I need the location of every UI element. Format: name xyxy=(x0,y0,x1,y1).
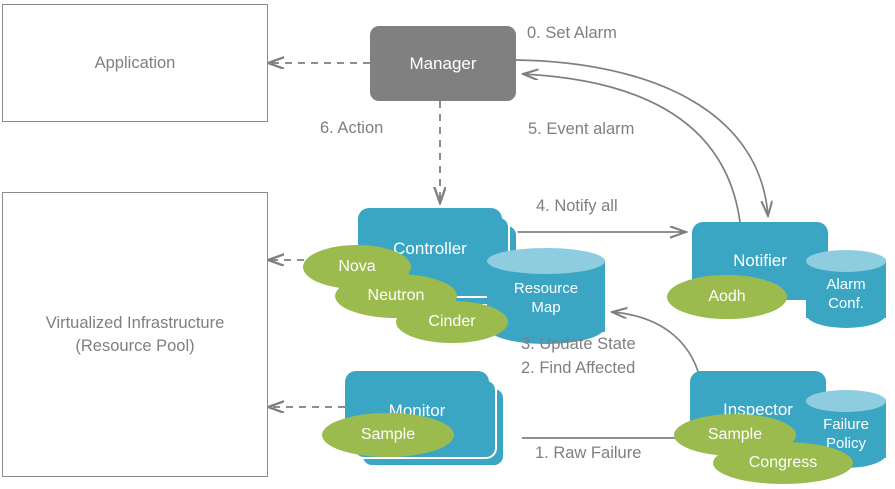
manager-label: Manager xyxy=(409,53,477,73)
alarm-conf-top xyxy=(806,250,886,272)
flow-label-action: 6. Action xyxy=(320,119,384,137)
connector-inspector-to-resource-map xyxy=(612,312,701,379)
project-congress[interactable]: Congress xyxy=(713,442,853,484)
failure-policy-top xyxy=(806,390,886,412)
infrastructure-label: Virtualized Infrastructure(Resource Pool… xyxy=(45,314,225,355)
connector-notifier-to-manager xyxy=(523,74,741,223)
flow-label-notify-all: 4. Notify all xyxy=(536,197,618,215)
application-label: Application xyxy=(94,53,176,72)
project-neutron-label: Neutron xyxy=(367,287,425,304)
project-cinder-label: Cinder xyxy=(428,313,476,330)
project-inspector-sample-label: Sample xyxy=(707,426,763,443)
connector-manager-to-notifier xyxy=(515,59,768,216)
project-cinder[interactable]: Cinder xyxy=(396,301,508,343)
application-box: Application xyxy=(2,4,268,122)
project-aodh[interactable]: Aodh xyxy=(667,275,787,319)
flow-label-set-alarm: 0. Set Alarm xyxy=(527,24,617,42)
controller-label: Controller xyxy=(393,239,467,258)
project-congress-label: Congress xyxy=(748,454,818,471)
flow-label-event-alarm: 5. Event alarm xyxy=(528,120,635,138)
project-monitor-sample[interactable]: Sample xyxy=(322,413,454,457)
resource-map-bottom xyxy=(487,310,605,344)
infrastructure-box: Virtualized Infrastructure(Resource Pool… xyxy=(2,192,268,477)
flow-label-find-affected: 2. Find Affected xyxy=(521,359,636,377)
project-nova-label: Nova xyxy=(338,258,376,275)
project-monitor-sample-label: Sample xyxy=(360,426,416,443)
flow-label-raw-failure: 1. Raw Failure xyxy=(535,444,642,462)
resource-map-top xyxy=(487,248,605,274)
project-aodh-label: Aodh xyxy=(708,288,746,305)
alarm-conf-bottom xyxy=(806,300,886,328)
notifier-label: Notifier xyxy=(733,251,787,270)
manager-box[interactable]: Manager xyxy=(370,26,516,101)
flow-label-update-state: 3. Update State xyxy=(521,335,636,353)
